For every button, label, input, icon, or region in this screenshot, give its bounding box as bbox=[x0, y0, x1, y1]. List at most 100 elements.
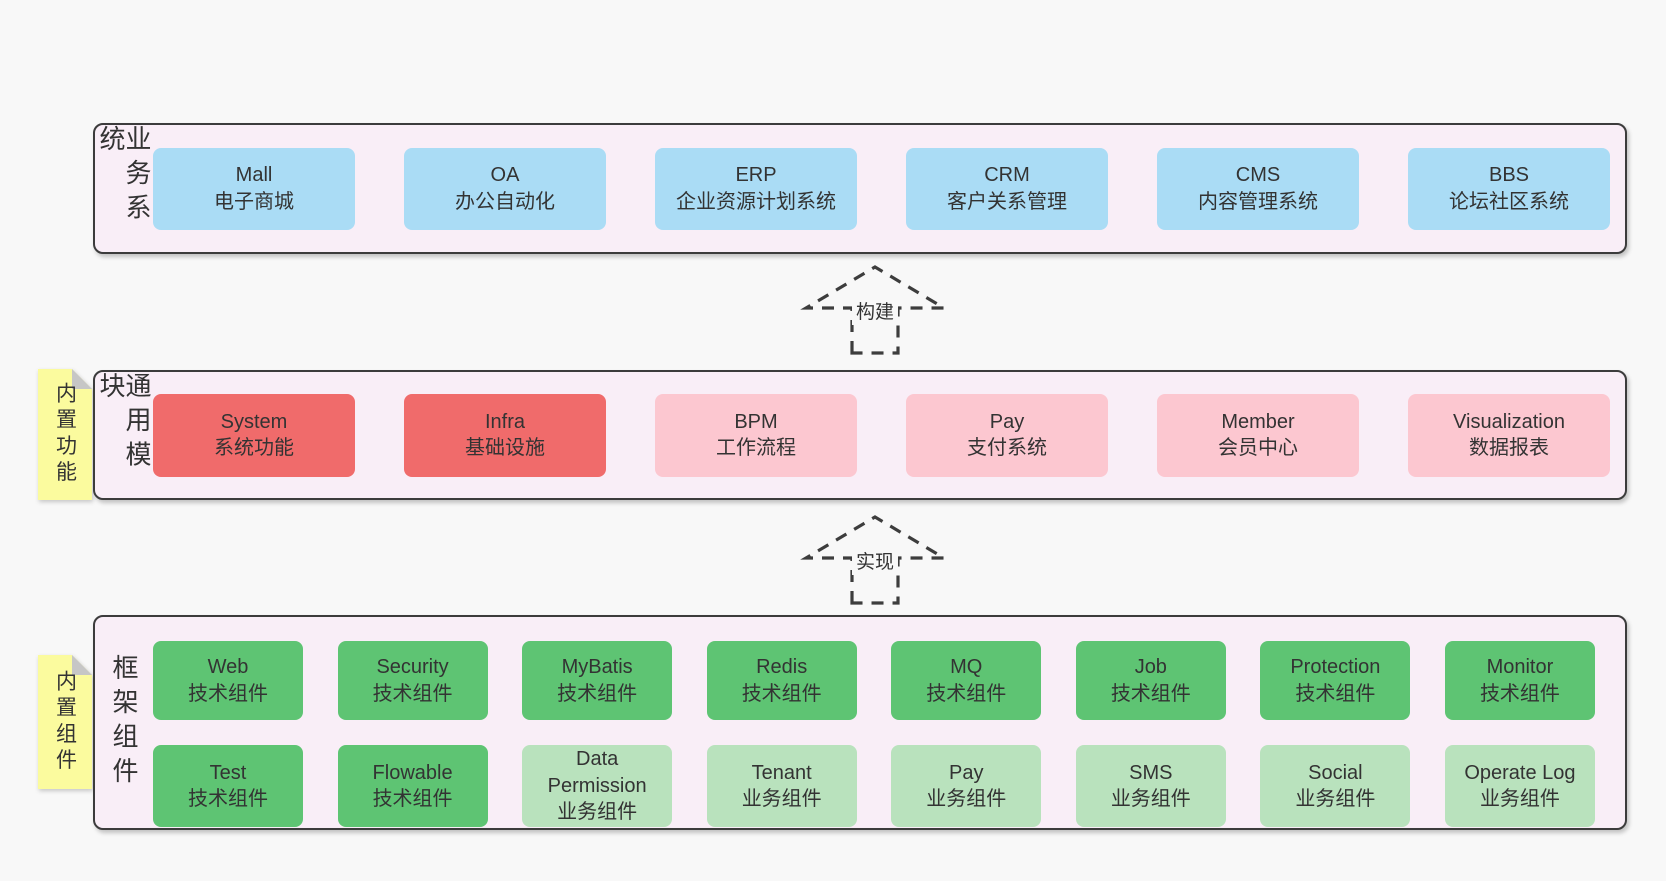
box-mq: MQ 技术组件 bbox=[891, 641, 1042, 720]
box-member: Member 会员中心 bbox=[1157, 393, 1359, 477]
layer-title: 框架组件 bbox=[109, 653, 139, 792]
layer-label-column: 业务系统 bbox=[95, 125, 153, 252]
box-subtitle: 系统功能 bbox=[214, 437, 294, 459]
box-subtitle: 业务组件 bbox=[557, 801, 638, 824]
box-data-permission: Data Permission 业务组件 bbox=[522, 745, 673, 827]
box-erp: ERP 企业资源计划系统 bbox=[655, 147, 857, 230]
box-subtitle: 论坛社区系统 bbox=[1449, 190, 1569, 213]
box-title: BPM bbox=[734, 410, 778, 433]
box-title: Monitor bbox=[1486, 656, 1554, 679]
layer-label-column: 通用模块 bbox=[95, 372, 153, 498]
box-operate-log: Operate Log 业务组件 bbox=[1444, 745, 1595, 827]
box-subtitle: 技术组件 bbox=[372, 682, 453, 705]
box-title: System bbox=[220, 410, 288, 433]
box-subtitle: 技术组件 bbox=[926, 682, 1007, 705]
box-subtitle: 技术组件 bbox=[188, 682, 268, 705]
sticky-paper bbox=[38, 369, 92, 500]
box-cms: CMS 内容管理系统 bbox=[1157, 147, 1359, 230]
box-title: Social bbox=[1308, 761, 1363, 784]
box-title: MQ bbox=[950, 656, 983, 679]
box-redis: Redis 技术组件 bbox=[706, 641, 857, 720]
layer-framework-components: 框架组件 Web 技术组件 Security 技术组件 MyBatis 技术组件… bbox=[93, 615, 1627, 830]
box-title: BBS bbox=[1488, 164, 1530, 187]
box-subtitle: 基础设施 bbox=[465, 437, 545, 459]
box-pay-module: Pay 支付系统 bbox=[906, 393, 1108, 477]
box-title: Infra bbox=[484, 410, 526, 433]
box-title: Mall bbox=[235, 164, 273, 187]
layer-common-modules: 通用模块 System 系统功能 Infra 基础设施 BPM 工作流程 Pay… bbox=[93, 370, 1627, 500]
box-subtitle: 技术组件 bbox=[557, 682, 638, 705]
box-visualization: Visualization 数据报表 bbox=[1408, 393, 1610, 477]
box-title: Redis bbox=[756, 656, 808, 679]
box-title: Visualization bbox=[1453, 410, 1565, 433]
box-test: Test 技术组件 bbox=[153, 745, 303, 827]
box-title: Tenant bbox=[751, 761, 812, 784]
layer-content: Mall 电子商城 OA 办公自动化 ERP 企业资源计划系统 CRM 客户关系… bbox=[153, 125, 1625, 252]
box-title: Operate Log bbox=[1464, 761, 1576, 784]
arrow-build: 构建 bbox=[800, 262, 950, 356]
box-subtitle: 会员中心 bbox=[1218, 437, 1298, 459]
box-infra: Infra 基础设施 bbox=[404, 393, 606, 477]
box-subtitle: 业务组件 bbox=[1295, 788, 1376, 810]
box-bbs: BBS 论坛社区系统 bbox=[1408, 147, 1610, 230]
box-mybatis: MyBatis 技术组件 bbox=[522, 641, 673, 720]
box-title: CRM bbox=[984, 164, 1030, 187]
layer-business-systems: 业务系统 Mall 电子商城 OA 办公自动化 ERP 企业资源计划系统 CRM… bbox=[93, 123, 1627, 254]
box-sms: SMS 业务组件 bbox=[1075, 745, 1226, 827]
box-subtitle: 业务组件 bbox=[926, 788, 1007, 810]
box-subtitle: 技术组件 bbox=[1479, 682, 1560, 705]
box-subtitle: 技术组件 bbox=[372, 788, 453, 810]
box-title: ERP bbox=[735, 164, 777, 187]
box-flowable: Flowable 技术组件 bbox=[337, 745, 488, 827]
layer-content: System 系统功能 Infra 基础设施 BPM 工作流程 Pay 支付系统… bbox=[153, 372, 1625, 498]
box-subtitle: 电子商城 bbox=[214, 190, 294, 213]
arrow-label: 构建 bbox=[851, 296, 899, 325]
box-title: Member bbox=[1221, 410, 1295, 433]
sticky-built-in-components: 内置组件 bbox=[38, 655, 92, 789]
dashed-up-arrow-icon bbox=[800, 265, 950, 355]
box-subtitle: 业务组件 bbox=[741, 788, 822, 810]
box-subtitle: 企业资源计划系统 bbox=[676, 190, 836, 213]
box-title: Test bbox=[209, 761, 247, 784]
box-subtitle: 内容管理系统 bbox=[1198, 190, 1318, 213]
sticky-label: 内置功能 bbox=[53, 382, 77, 487]
box-subtitle: 工作流程 bbox=[716, 437, 796, 459]
box-subtitle: 客户关系管理 bbox=[947, 190, 1067, 213]
box-subtitle: 数据报表 bbox=[1469, 437, 1549, 459]
sticky-label: 内置组件 bbox=[53, 669, 77, 775]
box-title: CMS bbox=[1235, 164, 1281, 187]
box-mall: Mall 电子商城 bbox=[153, 147, 355, 230]
box-system: System 系统功能 bbox=[153, 393, 355, 477]
box-subtitle: 业务组件 bbox=[1479, 788, 1560, 810]
box-title: Data Permission bbox=[547, 748, 647, 797]
box-title: MyBatis bbox=[561, 656, 633, 679]
box-subtitle: 技术组件 bbox=[188, 788, 268, 810]
box-title: Pay bbox=[989, 410, 1025, 433]
box-subtitle: 技术组件 bbox=[1295, 682, 1376, 705]
components-row-2: Test 技术组件 Flowable 技术组件 Data Permission … bbox=[153, 745, 1595, 827]
layer-label-column: 框架组件 bbox=[95, 617, 153, 828]
box-title: Web bbox=[207, 656, 249, 679]
arrow-label: 实现 bbox=[851, 546, 899, 575]
box-subtitle: 技术组件 bbox=[741, 682, 822, 705]
layer-title: 业务系统 bbox=[96, 125, 152, 228]
dashed-up-arrow-icon bbox=[800, 515, 950, 605]
box-title: Pay bbox=[949, 761, 984, 784]
layer-title: 通用模块 bbox=[96, 372, 152, 475]
box-subtitle: 支付系统 bbox=[967, 437, 1047, 459]
box-pay-component: Pay 业务组件 bbox=[891, 745, 1042, 827]
box-title: Job bbox=[1134, 656, 1167, 679]
components-row-1: Web 技术组件 Security 技术组件 MyBatis 技术组件 Redi… bbox=[153, 641, 1595, 720]
box-title: OA bbox=[490, 164, 520, 187]
arrow-implement: 实现 bbox=[800, 512, 950, 606]
box-protection: Protection 技术组件 bbox=[1260, 641, 1411, 720]
box-title: Flowable bbox=[372, 761, 453, 784]
box-oa: OA 办公自动化 bbox=[404, 147, 606, 230]
box-bpm: BPM 工作流程 bbox=[655, 393, 857, 477]
layer-content: Web 技术组件 Security 技术组件 MyBatis 技术组件 Redi… bbox=[153, 617, 1625, 828]
box-subtitle: 技术组件 bbox=[1110, 682, 1191, 705]
box-tenant: Tenant 业务组件 bbox=[706, 745, 857, 827]
sticky-paper bbox=[38, 655, 92, 789]
box-monitor: Monitor 技术组件 bbox=[1444, 641, 1595, 720]
box-title: SMS bbox=[1129, 761, 1173, 784]
